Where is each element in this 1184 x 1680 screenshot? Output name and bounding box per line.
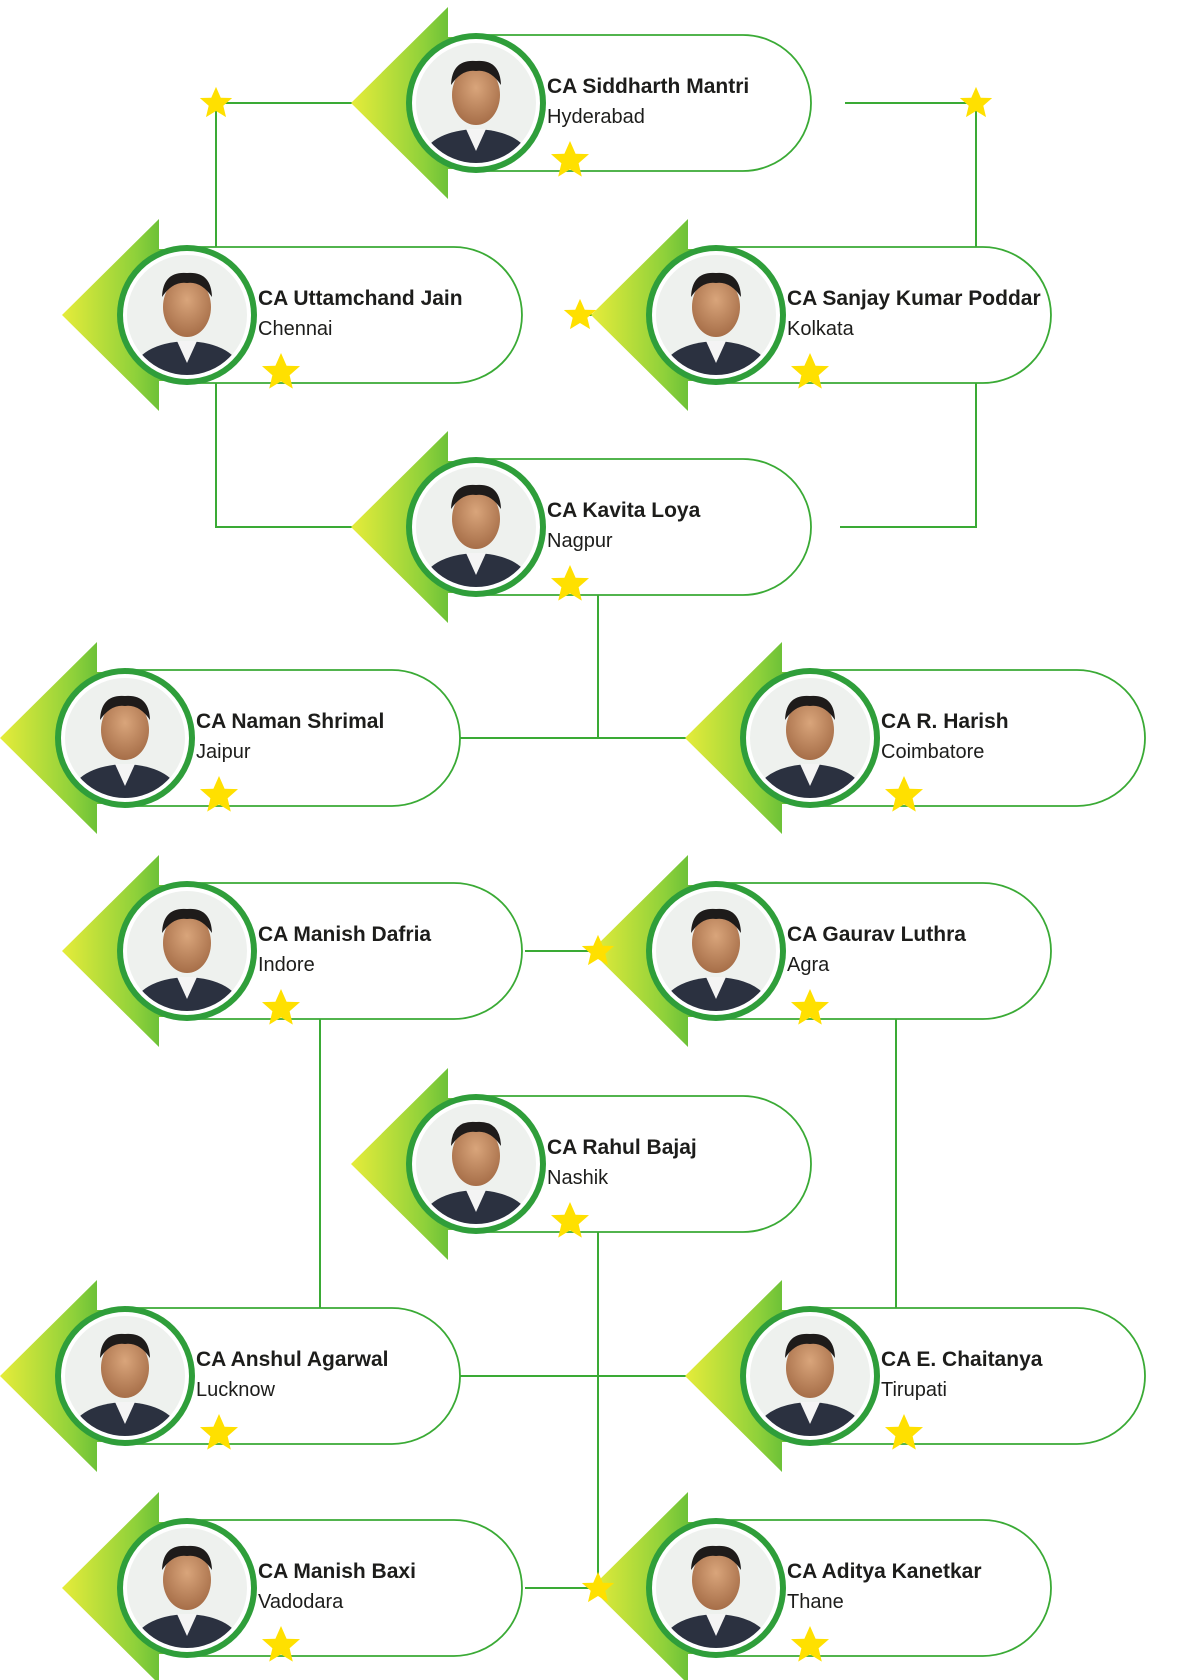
card-outline: [115, 1307, 461, 1445]
card-outline: [800, 1307, 1146, 1445]
card-outline: [800, 669, 1146, 807]
member-avatar-icon: [656, 891, 776, 1011]
member-city: Vadodara: [258, 1591, 344, 1613]
connector-line: [215, 102, 380, 255]
member-city: Nashik: [547, 1167, 609, 1189]
member-city: Thane: [787, 1591, 844, 1613]
member-avatar-icon: [416, 1104, 536, 1224]
member-city: Lucknow: [196, 1379, 275, 1401]
member-avatar-icon: [127, 255, 247, 375]
member-name: CA Kavita Loya: [547, 499, 701, 522]
member-name: CA Aditya Kanetkar: [787, 1560, 982, 1583]
star-icon: [563, 298, 597, 330]
member-name: CA Manish Dafria: [258, 923, 431, 946]
member-name: CA Rahul Bajaj: [547, 1136, 697, 1159]
member-avatar-icon: [65, 678, 185, 798]
member-city: Nagpur: [547, 530, 613, 552]
member-city: Kolkata: [787, 318, 855, 340]
card-outline: [177, 1519, 523, 1657]
connector-line: [215, 375, 380, 528]
member-city: Jaipur: [196, 741, 251, 763]
card-outline: [115, 669, 461, 807]
card-outline: [706, 882, 1052, 1020]
connector-line: [845, 102, 977, 255]
member-name: CA Sanjay Kumar Poddar: [787, 287, 1041, 310]
card-outline: [466, 34, 812, 172]
member-city: Indore: [258, 954, 315, 976]
member-name: CA Uttamchand Jain: [258, 287, 463, 310]
member-city: Coimbatore: [881, 741, 984, 763]
member-city: Hyderabad: [547, 106, 645, 128]
member-name: CA R. Harish: [881, 710, 1009, 733]
member-city: Chennai: [258, 318, 333, 340]
card-outline: [466, 1095, 812, 1233]
card-outline: [706, 1519, 1052, 1657]
card-outline: [177, 246, 523, 384]
card-outline: [706, 246, 1052, 384]
member-avatar-icon: [416, 43, 536, 163]
member-name: CA Naman Shrimal: [196, 710, 384, 733]
member-name: CA Siddharth Mantri: [547, 75, 749, 98]
member-name: CA Gaurav Luthra: [787, 923, 966, 946]
connector-line: [840, 375, 977, 528]
member-city: Agra: [787, 954, 830, 976]
member-avatar-icon: [65, 1316, 185, 1436]
member-name: CA E. Chaitanya: [881, 1348, 1043, 1371]
member-name: CA Manish Baxi: [258, 1560, 416, 1583]
card-outline: [466, 458, 812, 596]
card-outline: [177, 882, 523, 1020]
member-city: Tirupati: [881, 1379, 947, 1401]
member-name: CA Anshul Agarwal: [196, 1348, 389, 1371]
